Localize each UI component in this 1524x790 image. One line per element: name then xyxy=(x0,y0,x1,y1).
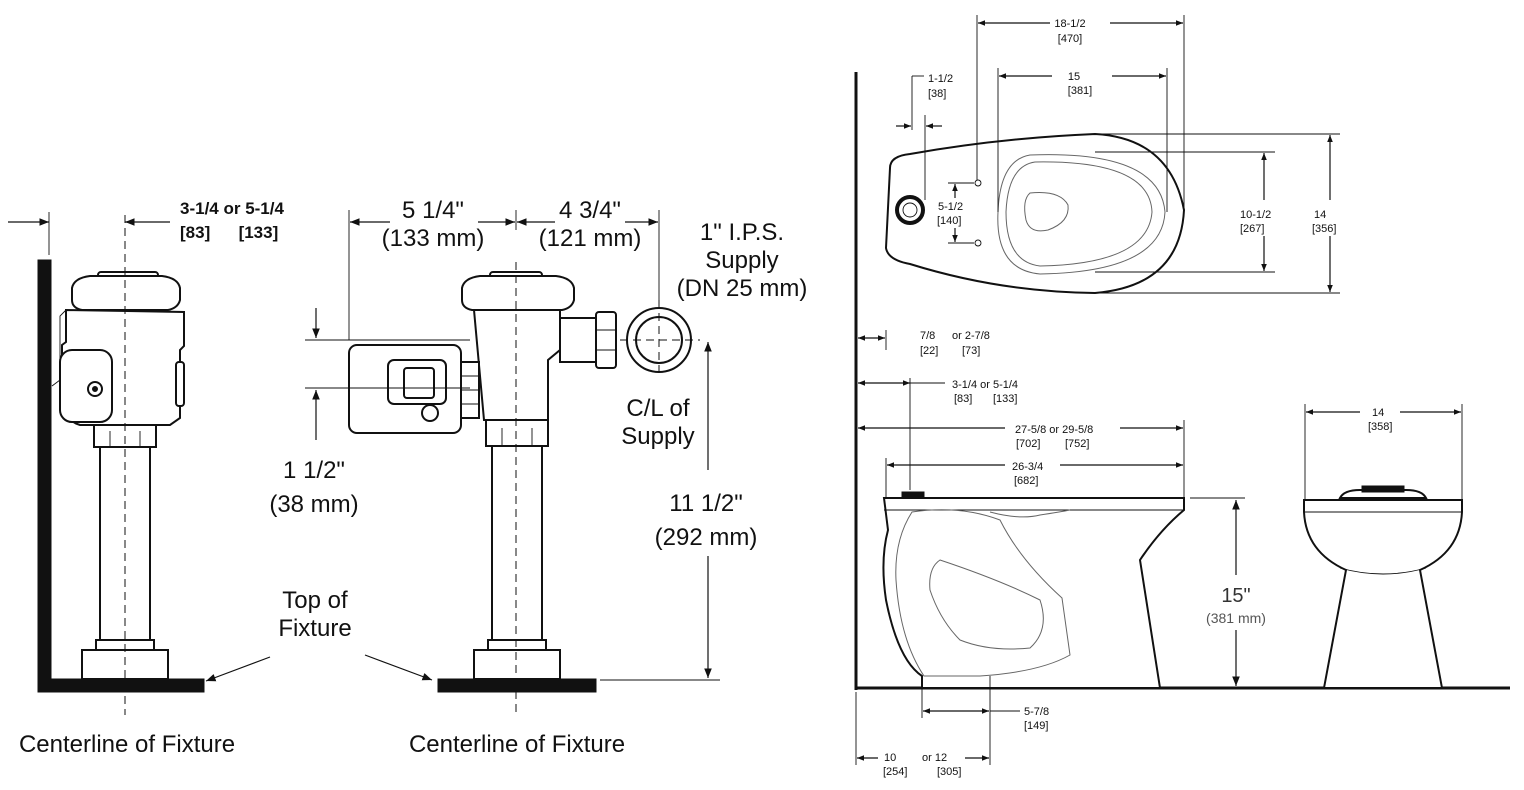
dim-rough-inches: 10 xyxy=(884,752,896,764)
dim-left-mm: (133 mm) xyxy=(382,225,485,252)
toilet-top-view: 18-1/2 [470] 15 [381] 1-1/2 [38] 5-1/2 [… xyxy=(854,15,1340,690)
dim-left-inches: 5 1/4" xyxy=(402,197,464,224)
dim-total-mm: [702] xyxy=(1016,438,1040,450)
top-of-fixture-callout: Top of Fixture xyxy=(205,587,433,682)
dim-wall-b-inches: 3-1/4 or 5-1/4 xyxy=(952,379,1018,391)
supply-line-3: (DN 25 mm) xyxy=(677,275,808,302)
dim-wall-a-inches: 7/8 xyxy=(920,330,935,342)
toilet-front-body xyxy=(1303,485,1463,689)
dim-wall-b-alt-mm: [133] xyxy=(993,393,1017,405)
dim-body-mm: [682] xyxy=(1014,475,1038,487)
dim-rough-alt-mm: [305] xyxy=(937,766,961,778)
dim-bowl-inches: 15 xyxy=(1068,71,1080,83)
dim-body-inches: 26-3/4 xyxy=(1012,461,1043,473)
dim-height15-inches: 15" xyxy=(1221,585,1250,607)
fixture-top-plate xyxy=(37,678,205,693)
right-flush-valve xyxy=(348,271,692,680)
dim-overall-bowl-mm: [470] xyxy=(1058,33,1082,45)
supply-line-1: 1" I.P.S. xyxy=(700,219,784,246)
right-centerline-label: Centerline of Fixture xyxy=(409,731,625,758)
fixture-top-plate-right xyxy=(437,678,597,693)
dim-spud-inches: 1-1/2 xyxy=(928,73,953,85)
left-valve-view: 3-1/4 or 5-1/4 [83] [133] Centerline of … xyxy=(8,199,284,758)
dim-height15-mm: (381 mm) xyxy=(1206,610,1266,626)
left-centerline-label: Centerline of Fixture xyxy=(19,731,235,758)
wall xyxy=(37,259,52,693)
left-flush-valve xyxy=(59,271,185,680)
dim-total-inches: 27-5/8 or 29-5/8 xyxy=(1015,424,1093,436)
toilet-front-view: 14 [358] xyxy=(1303,404,1463,689)
offset-dim-mm: [83] [133] xyxy=(180,223,278,242)
right-valve-view: 5 1/4" (133 mm) 4 3/4" (121 mm) 1" I.P.S… xyxy=(269,197,807,758)
toilet-side-view: 7/8 or 2-7/8 [22] [73] 3-1/4 or 5-1/4 [8… xyxy=(855,330,1510,778)
dim-bowl-mm: [381] xyxy=(1068,85,1092,97)
dim-outlet-inches: 5-7/8 xyxy=(1024,706,1049,718)
dim-spud-mm: [38] xyxy=(928,88,946,100)
bowl-outline-top xyxy=(884,132,1186,295)
dim-right-mm: (121 mm) xyxy=(539,225,642,252)
dim-vertical-small-inches: 1 1/2" xyxy=(283,457,345,484)
dim-outlet-mm: [149] xyxy=(1024,720,1048,732)
cl-supply-line-2: Supply xyxy=(621,423,694,450)
dim-bolt-mm: [140] xyxy=(937,215,961,227)
supply-line-2: Supply xyxy=(705,247,778,274)
dim-wall-a-alt-mm: [73] xyxy=(962,345,980,357)
offset-dim-inches: 3-1/4 or 5-1/4 xyxy=(180,199,284,218)
dim-bolt-inches: 5-1/2 xyxy=(938,201,963,213)
dim-wall-b-mm: [83] xyxy=(954,393,972,405)
dim-wall-a-mm: [22] xyxy=(920,345,938,357)
top-fixture-line-1: Top of xyxy=(282,587,348,614)
top-fixture-line-2: Fixture xyxy=(278,615,351,642)
cl-supply-line-1: C/L of xyxy=(626,395,689,422)
dim-front-width-mm: [358] xyxy=(1368,421,1392,433)
toilet-side-body xyxy=(882,491,1185,689)
dim-rough-mm: [254] xyxy=(883,766,907,778)
dim-overall-bowl-inches: 18-1/2 xyxy=(1054,18,1085,30)
dim-wall-a-alt: or 2-7/8 xyxy=(952,330,990,342)
dim-outer-width-inches: 14 xyxy=(1314,209,1326,221)
dim-outer-width-mm: [356] xyxy=(1312,223,1336,235)
dim-rough-alt: or 12 xyxy=(922,752,947,764)
spud-opening xyxy=(895,195,925,225)
dim-height-mm: (292 mm) xyxy=(655,524,758,551)
dim-front-width-inches: 14 xyxy=(1372,407,1384,419)
dim-right-inches: 4 3/4" xyxy=(559,197,621,224)
dim-height-inches: 11 1/2" xyxy=(669,490,742,517)
dim-inner-width-inches: 10-1/2 xyxy=(1240,209,1271,221)
dim-total-alt-mm: [752] xyxy=(1065,438,1089,450)
dim-inner-width-mm: [267] xyxy=(1240,223,1264,235)
dim-vertical-small-mm: (38 mm) xyxy=(269,491,358,518)
